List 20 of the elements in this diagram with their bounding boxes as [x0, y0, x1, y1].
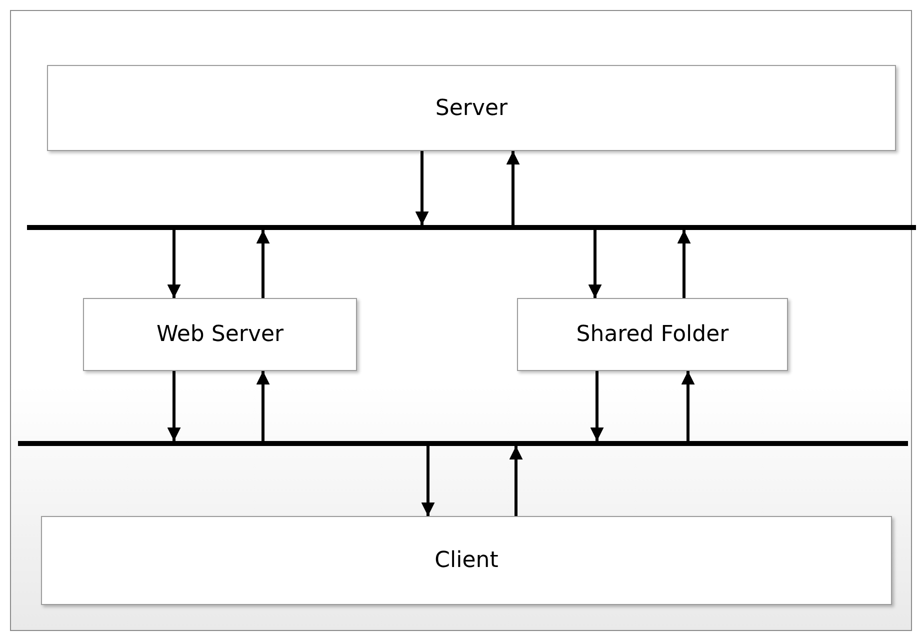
component-box — [517, 298, 788, 371]
component-label: Web Server — [156, 322, 284, 347]
arrow — [506, 151, 520, 225]
arrow — [421, 446, 435, 516]
arrow — [256, 230, 270, 298]
arrow — [588, 230, 602, 298]
arrow — [167, 371, 181, 441]
component-box — [47, 65, 896, 151]
arrow — [509, 446, 523, 516]
component-box — [41, 516, 892, 605]
arrow — [677, 230, 691, 298]
arrow — [167, 230, 181, 298]
arrow — [590, 371, 604, 441]
arrow — [415, 151, 429, 225]
arrow — [681, 371, 695, 441]
component-box — [83, 298, 357, 371]
component-label: Server — [435, 96, 508, 120]
arrow — [256, 371, 270, 441]
component-label: Client — [434, 548, 498, 573]
component-label: Shared Folder — [576, 322, 729, 347]
